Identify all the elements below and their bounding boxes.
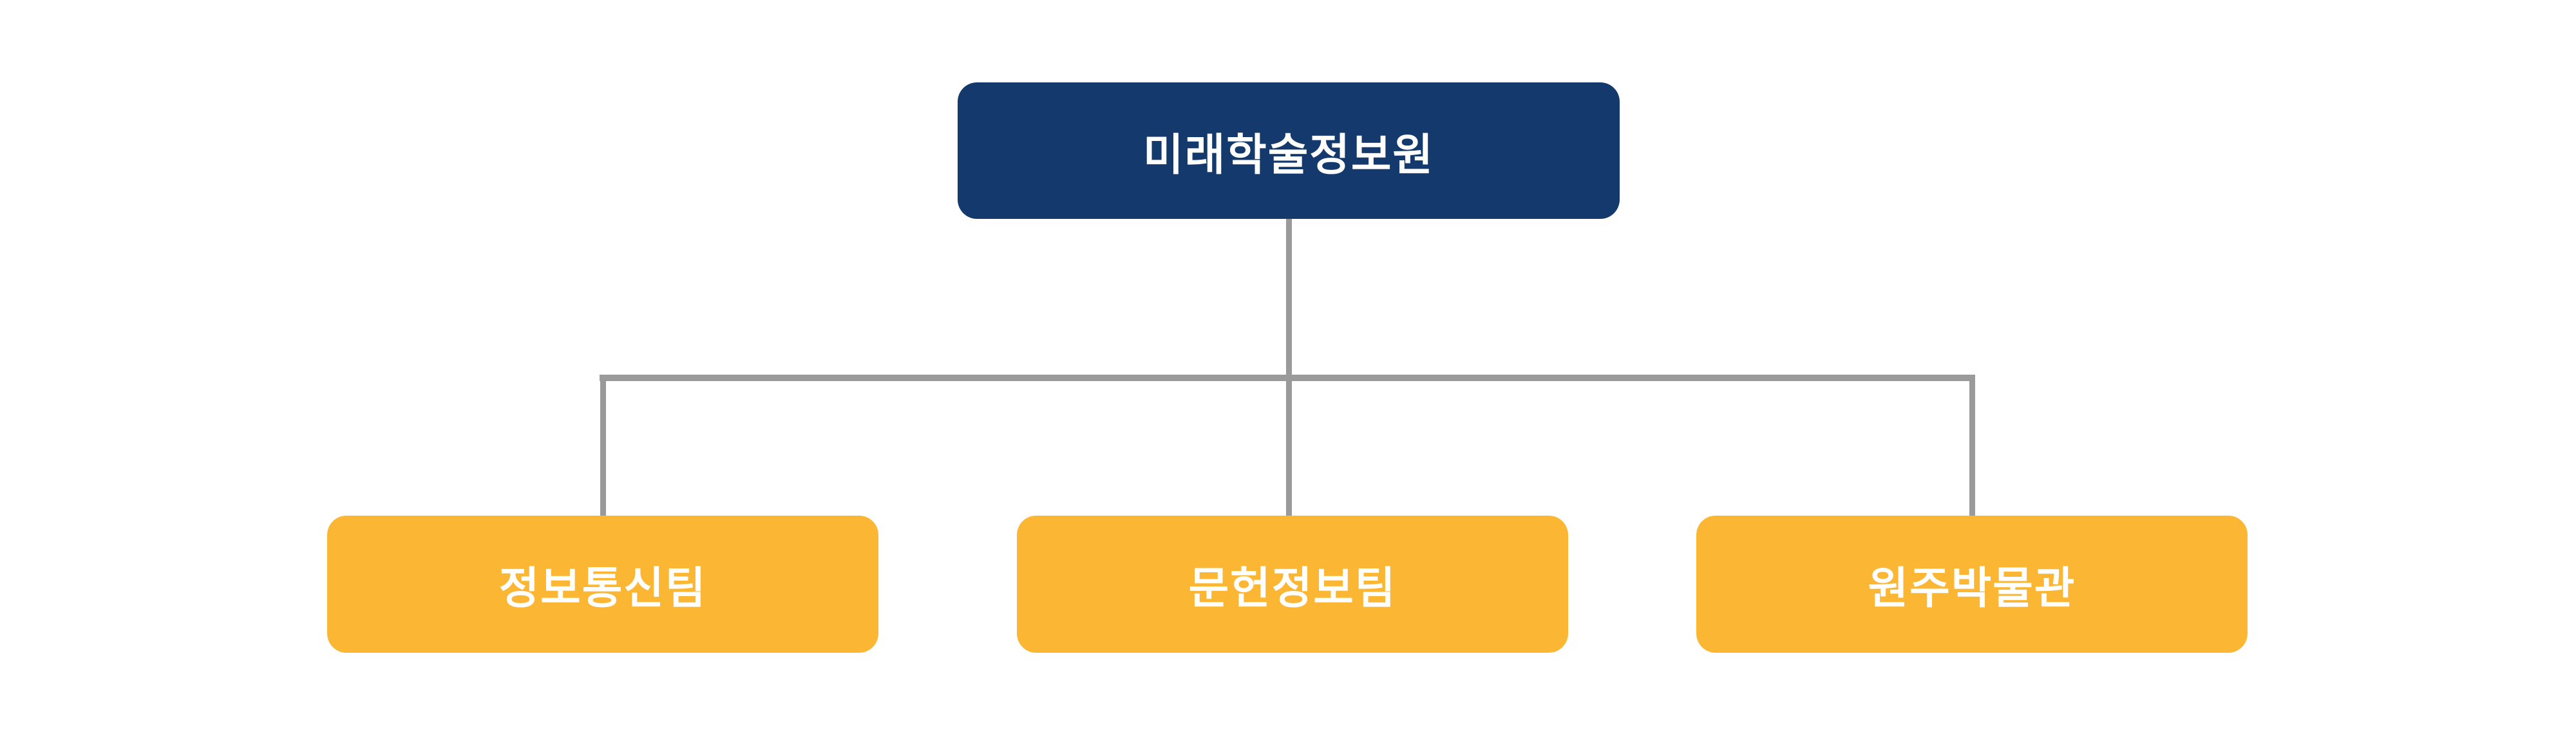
child-node-2: 문헌정보팀 <box>1017 516 1568 653</box>
child-node-1-label: 정보통신팀 <box>498 564 707 613</box>
root-node: 미래학술정보원 <box>958 82 1620 219</box>
connector-right-drop-line <box>1969 375 1975 516</box>
child-node-1: 정보통신팀 <box>327 516 878 653</box>
root-node-label: 미래학술정보원 <box>1143 130 1434 180</box>
connector-left-drop-line <box>600 375 606 516</box>
connector-horizontal-rail <box>600 375 1975 381</box>
child-node-3-label: 원주박물관 <box>1868 564 2076 613</box>
connector-root-vertical-line <box>1286 219 1292 516</box>
child-node-2-label: 문헌정보팀 <box>1188 564 1397 613</box>
child-node-3: 원주박물관 <box>1696 516 2248 653</box>
